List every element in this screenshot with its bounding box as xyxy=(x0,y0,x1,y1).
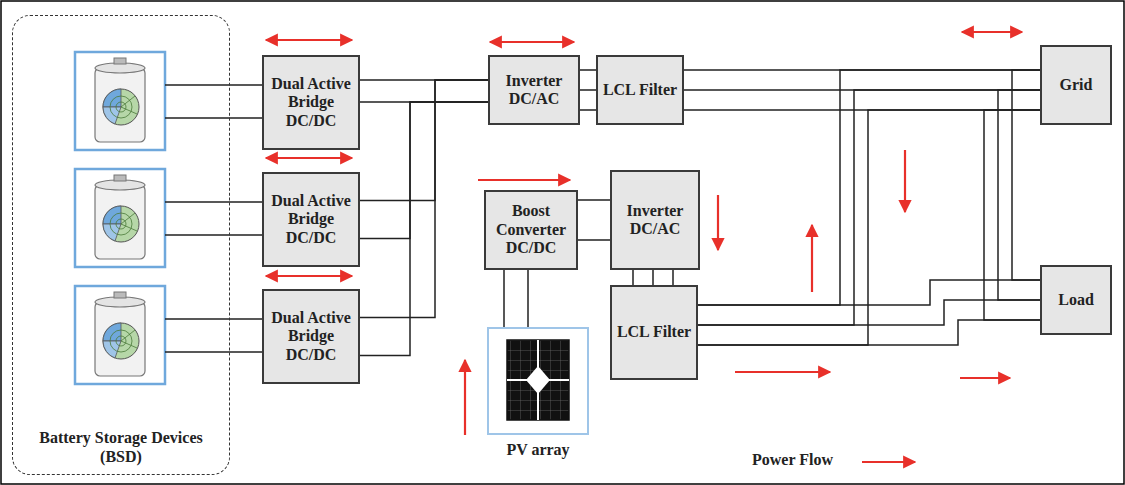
power-line xyxy=(984,70,1040,320)
power-line xyxy=(578,200,610,240)
power-flow-arrows xyxy=(266,32,1022,462)
node-label: Dual Active Bridge DC/DC xyxy=(267,192,355,247)
node-label: Battery Storage Devices (BSD) xyxy=(17,429,225,466)
power-line xyxy=(360,80,488,356)
converter-box: Dual Active Bridge DC/DC xyxy=(262,55,360,150)
inverter-box: Inverter DC/AC xyxy=(610,170,700,270)
converter-box: Dual Active Bridge DC/DC xyxy=(262,172,360,267)
power-line xyxy=(698,280,1040,345)
node-label: Boost Converter DC/DC xyxy=(489,202,573,257)
power-line xyxy=(698,70,1040,345)
node-label: Dual Active Bridge DC/DC xyxy=(267,75,355,130)
power-line xyxy=(633,270,673,285)
inverter-box: Inverter DC/AC xyxy=(488,55,580,125)
pv-panel-icon xyxy=(507,340,569,420)
node-label: Dual Active Bridge DC/DC xyxy=(267,309,355,364)
power-line xyxy=(360,80,488,239)
node-label: Load xyxy=(1058,291,1094,309)
battery-wires xyxy=(165,85,262,352)
load-box: Load xyxy=(1040,265,1112,335)
pv-array-box: PV array xyxy=(487,327,589,435)
battery-icons xyxy=(75,52,165,384)
node-label: Grid xyxy=(1060,76,1093,94)
converter-box: Dual Active Bridge DC/DC xyxy=(262,289,360,384)
grid-box: Grid xyxy=(1040,45,1112,125)
node-label: Inverter DC/AC xyxy=(493,72,575,109)
battery-group: Battery Storage Devices (BSD) xyxy=(12,15,230,475)
converter-box: Boost Converter DC/DC xyxy=(484,190,578,270)
power-line xyxy=(504,270,528,327)
node-label: PV array xyxy=(469,441,607,459)
node-label: LCL Filter xyxy=(603,81,677,99)
power-line xyxy=(360,80,488,102)
filter-box: LCL Filter xyxy=(610,285,698,380)
filter-box: LCL Filter xyxy=(596,55,684,125)
legend-label: Power Flow xyxy=(752,451,833,469)
node-label: Inverter DC/AC xyxy=(615,202,695,239)
power-line xyxy=(580,70,596,110)
node-label: LCL Filter xyxy=(617,323,691,341)
